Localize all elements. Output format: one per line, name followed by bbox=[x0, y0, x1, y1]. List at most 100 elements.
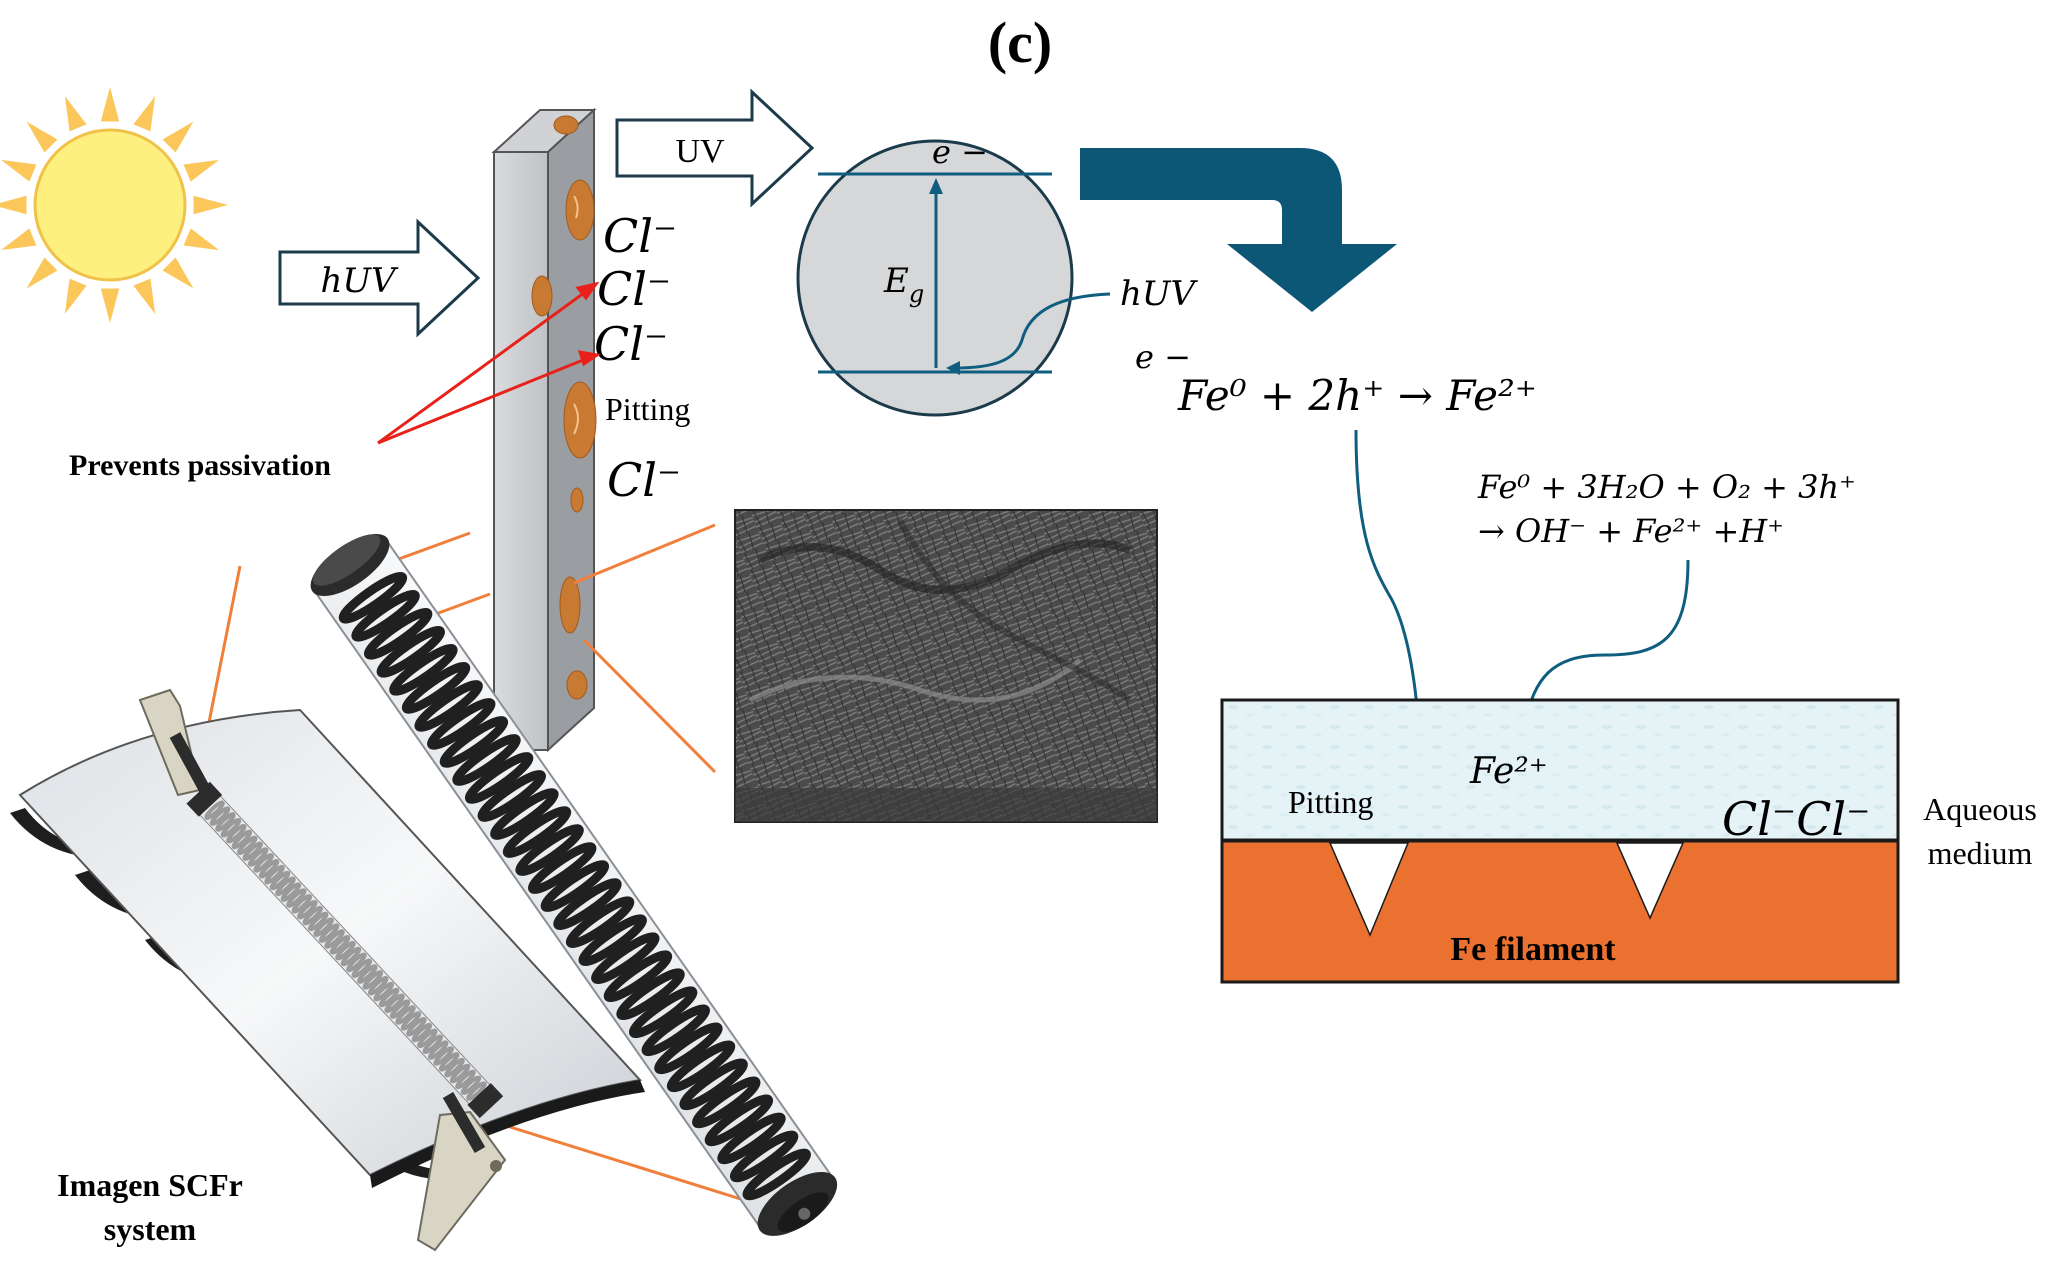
coil-turn bbox=[742, 1148, 812, 1201]
trough-coil-turn bbox=[438, 1052, 460, 1072]
trough-coil-turn bbox=[400, 1011, 422, 1031]
trough-coil-turn bbox=[247, 847, 269, 867]
trough-coil-turn bbox=[422, 1034, 444, 1054]
coil-turn bbox=[477, 770, 547, 822]
strip-pitting-label: Pitting bbox=[605, 391, 690, 427]
sun-ray bbox=[26, 257, 58, 289]
sun-ray bbox=[26, 121, 58, 153]
chloride-label-4: Cl⁻ bbox=[607, 453, 681, 507]
trough-coil-turn bbox=[280, 882, 302, 902]
trough-coil-turn bbox=[297, 899, 318, 920]
huv-input-arrow: hUV bbox=[278, 218, 481, 338]
coil-turn bbox=[666, 1040, 736, 1093]
band-gap-label: Eg bbox=[883, 261, 924, 308]
reaction-two-line1: Fe⁰ + 3H₂O + O₂ + 3h⁺ bbox=[1477, 468, 1856, 506]
filament-ion-label: Fe²⁺ bbox=[1469, 751, 1548, 792]
trough-coil-turn bbox=[220, 818, 242, 838]
chloride-label-1: Cl⁻ bbox=[603, 209, 677, 263]
trough-coil-turn bbox=[389, 999, 411, 1019]
sun-icon bbox=[0, 87, 228, 323]
steel-strip bbox=[491, 107, 597, 753]
chloride-label-2: Cl⁻ bbox=[597, 262, 671, 316]
sun-ray bbox=[100, 87, 120, 122]
reaction-one-equation: Fe⁰ + 2h⁺ → Fe²⁺ bbox=[1177, 371, 1537, 420]
coil-turn bbox=[729, 1130, 799, 1183]
coil-turn bbox=[376, 625, 446, 678]
parabolic-trough-collector bbox=[10, 688, 645, 1252]
coil-turn bbox=[464, 752, 534, 804]
coil-turn bbox=[427, 697, 496, 750]
sun-ray bbox=[0, 159, 37, 182]
sun-ray bbox=[162, 121, 194, 153]
trough-coil-turn bbox=[378, 987, 400, 1008]
sun-ray bbox=[0, 195, 27, 215]
uv-output-arrow: UV bbox=[615, 88, 815, 208]
sun-ray bbox=[64, 278, 87, 315]
coil-turn bbox=[692, 1076, 761, 1129]
sun-ray bbox=[183, 159, 220, 182]
coil-turn bbox=[540, 860, 610, 913]
coil-turn bbox=[616, 968, 685, 1021]
trough-coil-turn bbox=[466, 1081, 487, 1101]
band-gap-symbol: E bbox=[883, 261, 909, 301]
trough-coil-turn bbox=[237, 835, 258, 856]
coil-turn bbox=[452, 734, 521, 786]
medium-label-line2: medium bbox=[1928, 835, 2033, 871]
trough-coil-turn bbox=[209, 806, 231, 826]
sun-ray bbox=[162, 257, 194, 289]
trough-coil-turn bbox=[269, 870, 291, 891]
sun-ray bbox=[133, 278, 156, 315]
coil-turn bbox=[351, 589, 420, 642]
coil-turn bbox=[338, 571, 408, 624]
coil-turn bbox=[654, 1022, 723, 1075]
coil-turn bbox=[502, 806, 572, 858]
system-label-line2: system bbox=[104, 1211, 197, 1247]
process-flow-arrow bbox=[1080, 148, 1397, 312]
sun-ray bbox=[183, 228, 220, 251]
trough-coil-turn bbox=[455, 1069, 476, 1090]
trough-coil-turn bbox=[231, 829, 253, 850]
trough-coil-turn bbox=[291, 894, 313, 914]
sun-ray bbox=[100, 288, 120, 323]
fe-filament-cross-section bbox=[1220, 698, 1900, 984]
trough-coil-turn bbox=[307, 911, 329, 932]
filament-metal-label: Fe filament bbox=[1450, 931, 1616, 968]
trough-coil-turn bbox=[258, 859, 280, 879]
trough-coil-turn bbox=[411, 1022, 433, 1043]
band-electron-label: e − bbox=[932, 133, 988, 171]
coil-turn bbox=[704, 1094, 774, 1147]
reaction-one-electron: e − bbox=[1135, 338, 1191, 376]
coil-turn bbox=[641, 1004, 711, 1057]
trough-coil-turn bbox=[357, 964, 378, 984]
coil-turn bbox=[401, 661, 471, 714]
trough-coil-turn bbox=[242, 841, 263, 861]
filament-pitting-label: Pitting bbox=[1288, 784, 1373, 820]
coil-turn bbox=[527, 842, 597, 895]
trough-coil-turn bbox=[302, 905, 323, 926]
coil-turn bbox=[628, 986, 698, 1039]
coil-turn bbox=[578, 914, 647, 967]
trough-coil-turn bbox=[368, 976, 389, 996]
coil-turn bbox=[591, 932, 660, 985]
trough-coil-turn bbox=[215, 812, 236, 832]
trough-coil-turn bbox=[313, 917, 334, 937]
trough-coil-turn bbox=[318, 923, 340, 943]
coil-turn bbox=[414, 679, 483, 732]
trough-coil-turn bbox=[417, 1028, 438, 1049]
band-gap-diagram: e − Eg bbox=[796, 133, 1111, 417]
medium-label-line1: Aqueous bbox=[1923, 791, 2037, 827]
coil-turn bbox=[679, 1058, 748, 1111]
coil-turn bbox=[717, 1112, 786, 1165]
trough-coil-turn bbox=[449, 1063, 471, 1084]
sun-ray bbox=[0, 228, 37, 251]
prevents-passivation-label: Prevents passivation bbox=[69, 449, 331, 482]
trough-coil-turn bbox=[329, 935, 351, 955]
passivation-pointers bbox=[377, 281, 601, 445]
trough-coil-turn bbox=[428, 1040, 449, 1060]
system-label-line1: Imagen SCFr bbox=[57, 1167, 243, 1203]
trough-coil-turn bbox=[346, 952, 367, 973]
coil-turn bbox=[389, 643, 458, 696]
coil-turn bbox=[553, 878, 622, 931]
trough-coil-turn bbox=[340, 946, 362, 967]
